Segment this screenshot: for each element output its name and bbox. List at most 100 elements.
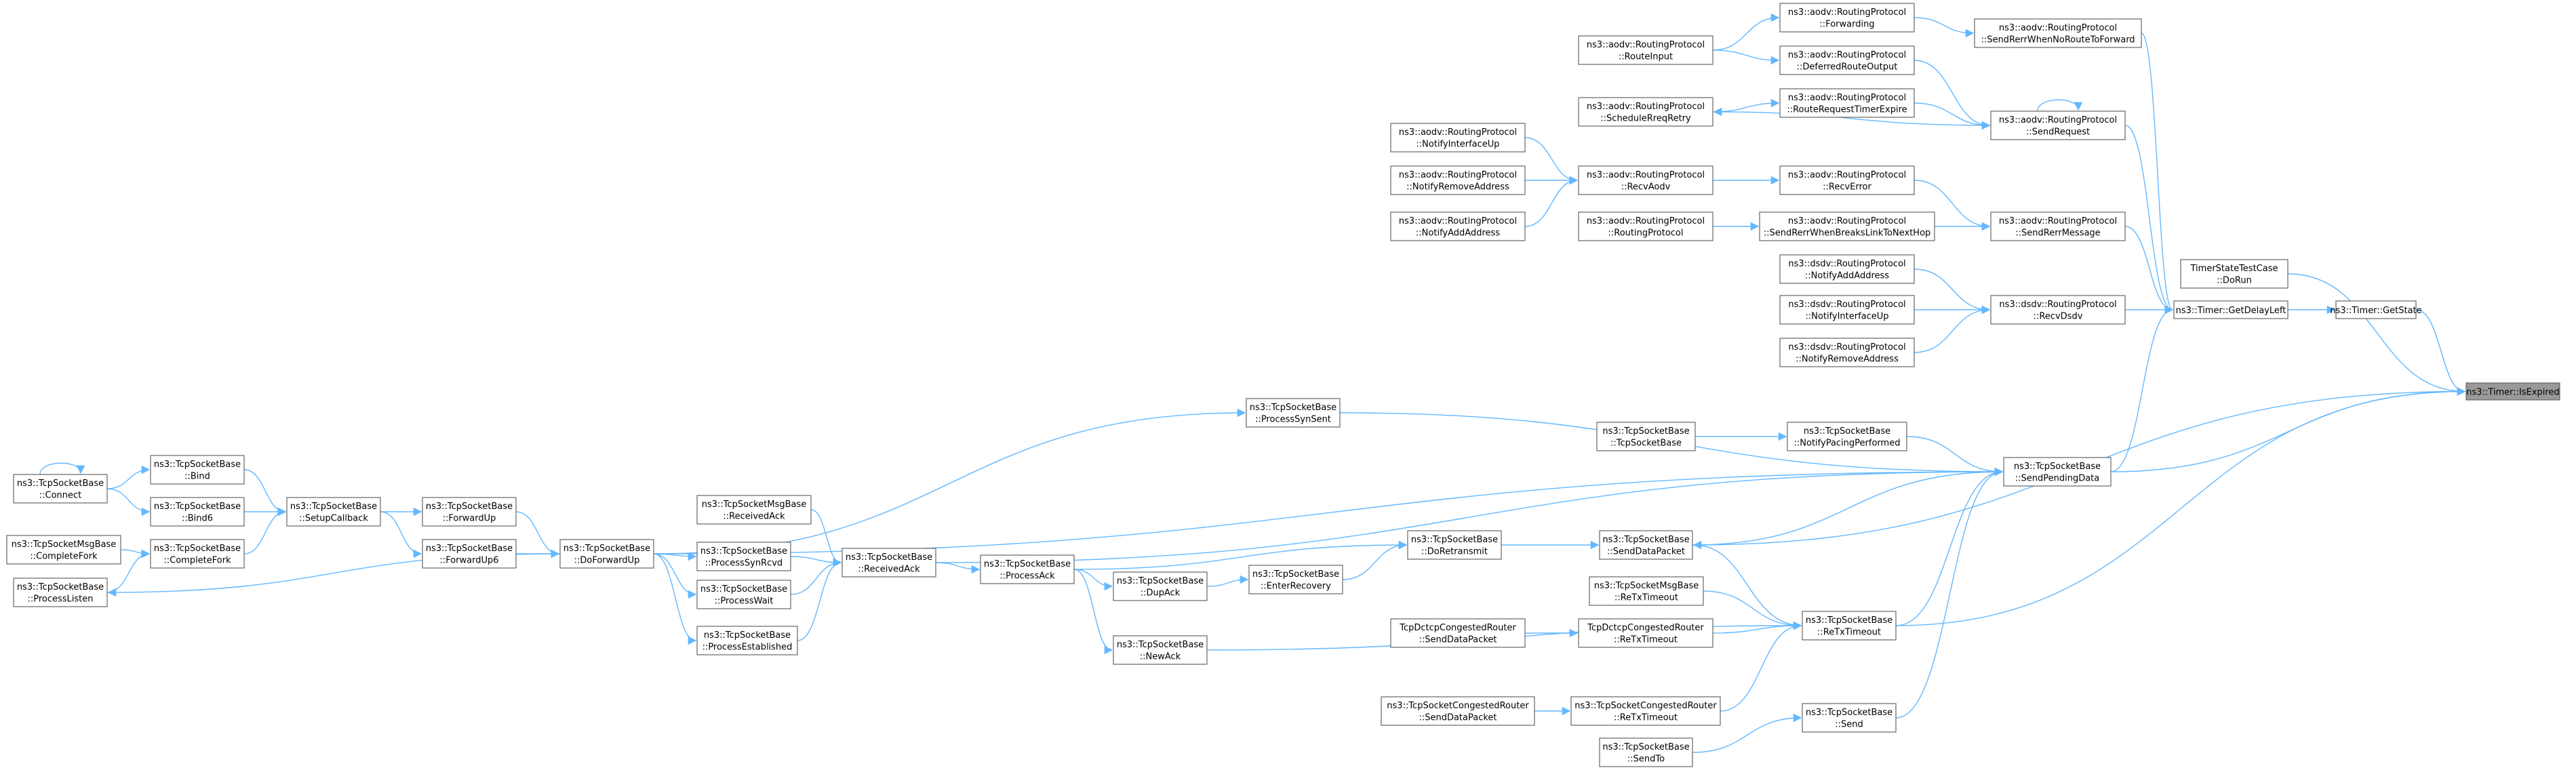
node-box xyxy=(13,474,108,504)
node-send-to[interactable]: ns3::TcpSocketBase::SendTo xyxy=(1599,737,1693,767)
node-box xyxy=(1570,696,1721,726)
node-label-line: ns3::dsdv::RoutingProtocol xyxy=(1788,259,1905,269)
node-is-expired[interactable]: ns3::Timer::IsExpired xyxy=(2465,382,2560,401)
node-box xyxy=(1407,530,1502,560)
node-get-delay-left[interactable]: ns3::Timer::GetDelayLeft xyxy=(2173,300,2288,319)
node-notify-pacing-performed[interactable]: ns3::TcpSocketBase::NotifyPacingPerforme… xyxy=(1787,422,1907,451)
node-enter-recovery[interactable]: ns3::TcpSocketBase::EnterRecovery xyxy=(1248,565,1343,594)
node-dup-ack[interactable]: ns3::TcpSocketBase::DupAck xyxy=(1113,571,1208,601)
edge-route-request-timer-expire-to-send-request xyxy=(1914,102,1991,130)
edge-send-pending-data-to-is-expired xyxy=(2110,387,2466,472)
node-dctcp-re-tx-timeout[interactable]: TcpDctcpCongestedRouter::ReTxTimeout xyxy=(1578,618,1713,648)
node-label-line: ns3::TcpSocketCongestedRouter xyxy=(1574,701,1717,711)
node-send-pending-data[interactable]: ns3::TcpSocketBase::SendPendingData xyxy=(2003,457,2112,487)
node-label-line: ::SendRerrWhenNoRouteToForward xyxy=(1981,35,2135,45)
node-schedule-rreq-retry[interactable]: ns3::aodv::RoutingProtocol::ScheduleRreq… xyxy=(1578,97,1713,127)
edge-dsdv-notify-add-address-to-recv-dsdv xyxy=(1914,268,1991,315)
node-box xyxy=(1990,295,2126,325)
edge-send-pending-data-to-get-delay-left xyxy=(2110,305,2174,472)
node-label-line: ns3::dsdv::RoutingProtocol xyxy=(1788,300,1905,310)
edge-aodv-notify-interface-up-to-recv-aodv xyxy=(1524,137,1579,185)
node-aodv-notify-remove-address[interactable]: ns3::aodv::RoutingProtocol::NotifyRemove… xyxy=(1390,165,1526,195)
node-box xyxy=(696,580,791,609)
node-forward-up6[interactable]: ns3::TcpSocketBase::ForwardUp6 xyxy=(422,539,517,569)
node-box xyxy=(696,626,798,655)
node-forwarding[interactable]: ns3::aodv::RoutingProtocol::Forwarding xyxy=(1779,3,1915,33)
node-congested-re-tx-timeout[interactable]: ns3::TcpSocketCongestedRouter::ReTxTimeo… xyxy=(1570,696,1721,726)
node-label-line: ::SendDataPacket xyxy=(1419,712,1497,723)
node-label-line: ns3::TcpSocketCongestedRouter xyxy=(1387,701,1529,711)
node-complete-fork[interactable]: ns3::TcpSocketBase::CompleteFork xyxy=(150,539,245,569)
node-label-line: ::DoRun xyxy=(2217,275,2252,285)
node-box xyxy=(1390,165,1526,195)
node-label-line: ::ReceivedAck xyxy=(723,511,785,521)
node-label-line: ::DupAck xyxy=(1141,588,1181,598)
edge-get-state-to-is-expired xyxy=(2415,309,2466,396)
node-send-rerr-no-route[interactable]: ns3::aodv::RoutingProtocol::SendRerrWhen… xyxy=(1974,18,2142,48)
node-connect[interactable]: ns3::TcpSocketBase::Connect xyxy=(13,474,108,504)
node-box xyxy=(1779,295,1915,325)
node-dctcp-send-data-packet[interactable]: TcpDctcpCongestedRouter::SendDataPacket xyxy=(1390,618,1526,648)
node-dsdv-notify-add-address[interactable]: ns3::dsdv::RoutingProtocol::NotifyAddAdd… xyxy=(1779,254,1915,284)
node-send-data-packet[interactable]: ns3::TcpSocketBase::SendDataPacket xyxy=(1599,530,1693,560)
node-box xyxy=(1990,211,2126,241)
node-get-state[interactable]: ns3::Timer::GetState xyxy=(2330,300,2422,319)
node-setup-callback[interactable]: ns3::TcpSocketBase::SetupCallback xyxy=(286,497,381,527)
node-box xyxy=(422,539,517,569)
node-msg-re-tx-timeout[interactable]: ns3::TcpSocketMsgBase::ReTxTimeout xyxy=(1589,576,1704,606)
node-process-syn-rcvd[interactable]: ns3::TcpSocketBase::ProcessSynRcvd xyxy=(696,542,791,571)
node-box xyxy=(1578,211,1713,241)
node-recv-dsdv[interactable]: ns3::dsdv::RoutingProtocol::RecvDsdv xyxy=(1990,295,2126,325)
node-aodv-notify-interface-up[interactable]: ns3::aodv::RoutingProtocol::NotifyInterf… xyxy=(1390,123,1526,153)
node-congested-send-data-packet[interactable]: ns3::TcpSocketCongestedRouter::SendDataP… xyxy=(1381,696,1535,726)
node-process-listen[interactable]: ns3::TcpSocketBase::ProcessListen xyxy=(13,578,108,607)
edge-dsdv-notify-remove-address-to-recv-dsdv xyxy=(1914,305,1991,353)
node-new-ack[interactable]: ns3::TcpSocketBase::NewAck xyxy=(1113,635,1208,665)
node-label-line: ns3::TcpSocketBase xyxy=(154,460,241,470)
node-label-line: ns3::aodv::RoutingProtocol xyxy=(1788,93,1906,103)
node-process-wait[interactable]: ns3::TcpSocketBase::ProcessWait xyxy=(696,580,791,609)
node-route-input[interactable]: ns3::aodv::RoutingProtocol::RouteInput xyxy=(1578,35,1713,65)
edge-send-rerr-message-to-get-delay-left xyxy=(2124,226,2174,315)
node-process-ack[interactable]: ns3::TcpSocketBase::ProcessAck xyxy=(980,554,1075,584)
node-bind[interactable]: ns3::TcpSocketBase::Bind xyxy=(150,455,245,485)
node-label-line: ns3::TcpSocketBase xyxy=(1117,576,1204,586)
node-dsdv-notify-remove-address[interactable]: ns3::dsdv::RoutingProtocol::NotifyRemove… xyxy=(1779,338,1915,367)
node-msg-received-ack[interactable]: ns3::TcpSocketMsgBase::ReceivedAck xyxy=(696,495,812,525)
node-label-line: ::ProcessListen xyxy=(27,594,93,604)
edge-send-data-packet-to-send-pending-data xyxy=(1692,467,2004,546)
node-recv-aodv[interactable]: ns3::aodv::RoutingProtocol::RecvAodv xyxy=(1578,165,1713,195)
node-box xyxy=(696,542,791,571)
node-process-syn-sent[interactable]: ns3::TcpSocketBase::ProcessSynSent xyxy=(1246,398,1341,428)
node-label-line: ns3::aodv::RoutingProtocol xyxy=(1399,127,1517,138)
node-do-forward-up[interactable]: ns3::TcpSocketBase::DoForwardUp xyxy=(559,539,654,569)
node-bind6[interactable]: ns3::TcpSocketBase::Bind6 xyxy=(150,497,245,527)
node-send-rerr-breaks-link[interactable]: ns3::aodv::RoutingProtocol::SendRerrWhen… xyxy=(1759,211,1935,241)
node-process-established[interactable]: ns3::TcpSocketBase::ProcessEstablished xyxy=(696,626,798,655)
node-re-tx-timeout[interactable]: ns3::TcpSocketBase::ReTxTimeout xyxy=(1802,611,1897,641)
node-label-line: ns3::TcpSocketBase xyxy=(1252,569,1339,580)
node-tcp-socket-base-ctor[interactable]: ns3::TcpSocketBase::TcpSocketBase xyxy=(1596,422,1696,451)
node-send-rerr-message[interactable]: ns3::aodv::RoutingProtocol::SendRerrMess… xyxy=(1990,211,2126,241)
node-route-request-timer-expire[interactable]: ns3::aodv::RoutingProtocol::RouteRequest… xyxy=(1779,88,1915,118)
node-send[interactable]: ns3::TcpSocketBase::Send xyxy=(1802,703,1897,733)
node-timer-state-test[interactable]: TimerStateTestCase::DoRun xyxy=(2180,259,2288,289)
node-box xyxy=(1381,696,1535,726)
node-label-line: ns3::aodv::RoutingProtocol xyxy=(1788,50,1906,60)
node-aodv-routing-protocol[interactable]: ns3::aodv::RoutingProtocol::RoutingProto… xyxy=(1578,211,1713,241)
node-recv-error[interactable]: ns3::aodv::RoutingProtocol::RecvError xyxy=(1779,165,1915,195)
node-send-request[interactable]: ns3::aodv::RoutingProtocol::SendRequest xyxy=(1990,110,2126,140)
edge-deferred-route-output-to-send-request xyxy=(1914,60,1991,130)
node-msg-complete-fork[interactable]: ns3::TcpSocketMsgBase::CompleteFork xyxy=(6,535,121,565)
node-box xyxy=(2465,382,2560,401)
node-forward-up[interactable]: ns3::TcpSocketBase::ForwardUp xyxy=(422,497,517,527)
node-aodv-notify-add-address[interactable]: ns3::aodv::RoutingProtocol::NotifyAddAdd… xyxy=(1390,211,1526,241)
node-box xyxy=(1779,45,1915,75)
node-box xyxy=(1990,110,2126,140)
node-received-ack[interactable]: ns3::TcpSocketBase::ReceivedAck xyxy=(841,548,936,578)
node-box xyxy=(6,535,121,565)
node-deferred-route-output[interactable]: ns3::aodv::RoutingProtocol::DeferredRout… xyxy=(1779,45,1915,75)
node-label-line: ::NotifyInterfaceUp xyxy=(1805,311,1888,321)
node-dsdv-notify-interface-up[interactable]: ns3::dsdv::RoutingProtocol::NotifyInterf… xyxy=(1779,295,1915,325)
node-do-retransmit[interactable]: ns3::TcpSocketBase::DoRetransmit xyxy=(1407,530,1502,560)
